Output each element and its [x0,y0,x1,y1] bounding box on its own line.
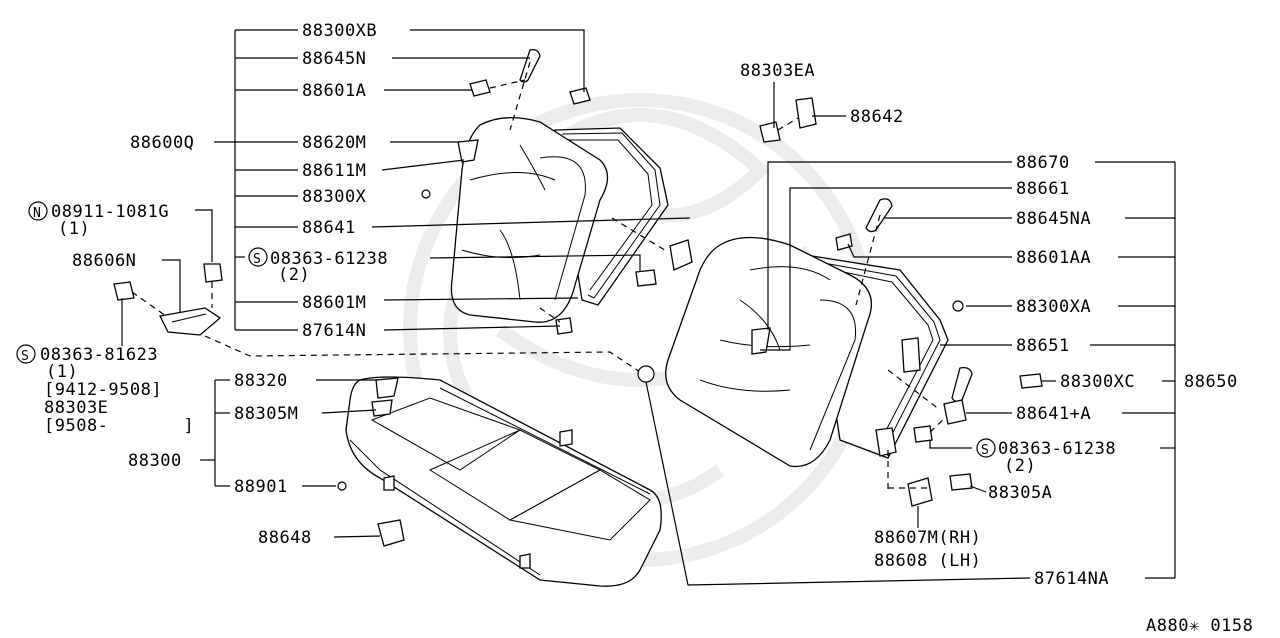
qty-08363-61238-left: (2) [278,265,310,285]
label-88650: 88650 [1184,372,1238,392]
small-parts-drawing [113,97,1043,547]
label-88300XA: 88300XA [1016,297,1091,317]
left-seatback-drawing [450,48,693,335]
label-08363-81623: 08363-81623 [40,345,158,365]
s-prefix-icon-3: S [981,443,989,458]
label-88645N: 88645N [302,49,366,69]
label-88303EA: 88303EA [740,61,815,81]
label-87614N: 87614N [302,321,366,341]
label-88305A: 88305A [988,483,1052,503]
label-88600Q: 88600Q [130,133,194,153]
label-88300XB: 88300XB [302,21,377,41]
label-88670: 88670 [1016,153,1070,173]
label-88641-A: 88641+A [1016,404,1091,424]
label-08911-1081G: 08911-1081G [51,202,169,222]
screw-08363-81623: S 08363-81623 (1) [9412-9508] 88303E [95… [16,344,194,436]
qty-08363-81623: (1) [46,362,78,382]
label-88601AA: 88601AA [1016,248,1091,268]
label-88608-LH: 88608 (LH) [874,551,981,571]
label-08363-61238-left: 08363-61238 [270,249,388,269]
label-88901: 88901 [234,477,288,497]
label-88648: 88648 [258,528,312,548]
nut-08911-1081G: N 08911-1081G (1) [28,201,169,239]
label-88320: 88320 [234,371,288,391]
label-88606N: 88606N [72,251,136,271]
n-prefix-icon: N [33,206,41,221]
qty-08363-61238-right: (2) [1004,456,1036,476]
label-88303E: 88303E [44,398,108,418]
label-88661: 88661 [1016,179,1070,199]
label-88305M: 88305M [234,404,298,424]
s-prefix-icon: S [253,252,261,267]
label-88607M-RH: 88607M(RH) [874,528,981,548]
label-88601M: 88601M [302,293,366,313]
label-88300X: 88300X [302,187,367,207]
s-prefix-icon-2: S [21,349,29,364]
label-87614NA: 87614NA [1034,569,1109,589]
labels: 88300XB 88645N 88601A 88600Q 88620M 8861… [16,21,1253,636]
screw-08363-61238-left: S 08363-61238 (2) [248,247,388,285]
date-9508: [9508- ] [44,416,194,436]
label-88641: 88641 [302,218,356,238]
qty-08911-1081G: (1) [58,219,90,239]
label-88611M: 88611M [302,161,366,181]
reference-code: A880✳ 0158 [1146,616,1253,636]
right-seatback-drawing [665,198,973,468]
seat-cushion-drawing [345,376,662,587]
label-08363-61238-right: 08363-61238 [998,439,1116,459]
date-9412-9508: [9412-9508] [44,380,162,400]
label-88651: 88651 [1016,336,1070,356]
leader-lines [121,29,1176,586]
label-88620M: 88620M [302,133,366,153]
label-88300XC: 88300XC [1060,372,1135,392]
label-88300: 88300 [128,451,182,471]
label-88601A: 88601A [302,81,366,101]
screw-08363-61238-right: S 08363-61238 (2) [976,438,1116,476]
label-88642: 88642 [850,107,904,127]
label-88645NA: 88645NA [1016,209,1091,229]
